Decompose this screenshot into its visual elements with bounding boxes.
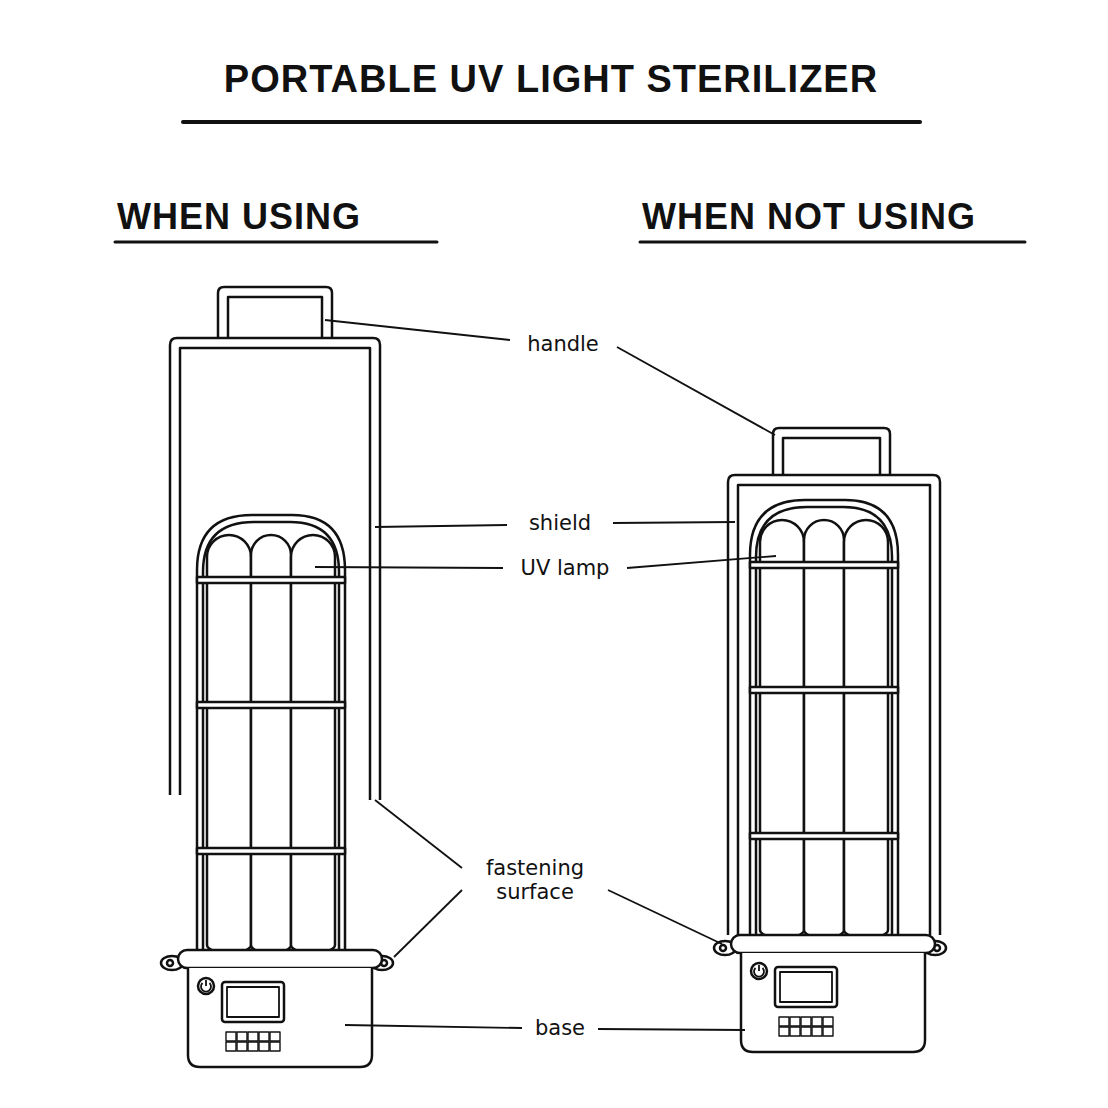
raised-shield bbox=[170, 287, 380, 800]
view-heading: WHEN NOT USING bbox=[642, 196, 976, 237]
part-name: handle bbox=[527, 332, 599, 356]
view-heading: WHEN USING bbox=[117, 196, 361, 237]
sterilizer-in-use bbox=[161, 287, 393, 1067]
diagram-title: PORTABLE UV LIGHT STERILIZER bbox=[224, 58, 878, 102]
part-name: shield bbox=[529, 511, 591, 535]
leader-lines bbox=[315, 320, 776, 1030]
underlines bbox=[115, 122, 1025, 242]
part-name: fastening surface bbox=[469, 856, 601, 904]
part-name: UV lamp bbox=[521, 556, 610, 580]
sterilizer-stored bbox=[714, 428, 946, 1052]
lowered-shield bbox=[728, 428, 940, 935]
lamp-and-base bbox=[714, 500, 946, 1052]
lamp-and-base bbox=[161, 515, 393, 1067]
part-name: base bbox=[535, 1016, 585, 1040]
